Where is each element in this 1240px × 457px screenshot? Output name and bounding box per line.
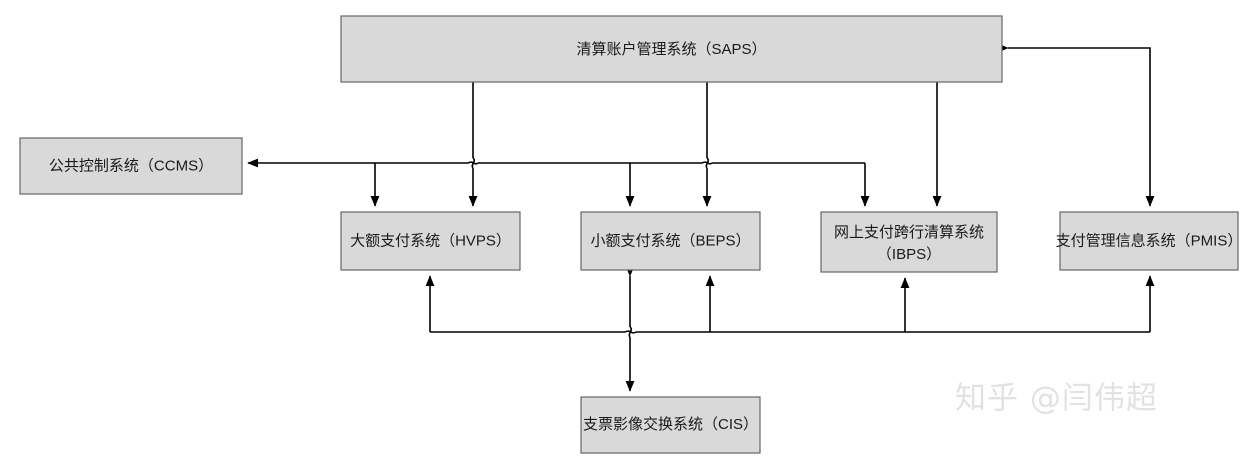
edge-hop-hvps-leg [471, 157, 476, 169]
watermark: 知乎 @闫伟超 [955, 381, 1158, 417]
node-ccms-label: 公共控制系统（CCMS） [49, 157, 213, 174]
node-pmis-box[interactable] [1059, 211, 1239, 271]
node-saps[interactable]: 清算账户管理系统（SAPS） [340, 15, 1003, 83]
edge-control-bus [247, 158, 865, 168]
node-layer: 清算账户管理系统（SAPS） 公共控制系统（CCMS） 大额支付系统（HVPS）… [19, 15, 1240, 454]
node-beps-label: 小额支付系统（BEPS） [590, 232, 750, 249]
edge-saps-pmis [997, 43, 1155, 207]
node-beps-box[interactable] [580, 211, 761, 271]
edge-hop-beps-leg [705, 157, 710, 169]
edge-hop-cis-leg [628, 326, 633, 338]
node-cis-box[interactable] [580, 396, 761, 454]
node-ccms-box[interactable] [19, 137, 243, 195]
node-cis[interactable]: 支票影像交换系统（CIS） [580, 396, 761, 454]
node-hvps-label: 大额支付系统（HVPS） [350, 232, 511, 249]
node-hvps-box[interactable] [340, 211, 521, 271]
edge-saps-beps [702, 71, 712, 207]
node-ibps-box[interactable] [820, 211, 998, 273]
edge-beps-cis [625, 265, 635, 392]
node-cis-label: 支票影像交换系统（CIS） [583, 415, 758, 433]
node-pmis-label: 支付管理信息系统（PMIS） [1056, 232, 1240, 249]
node-beps[interactable]: 小额支付系统（BEPS） [580, 211, 761, 271]
node-hvps[interactable]: 大额支付系统（HVPS） [340, 211, 521, 271]
node-ibps[interactable]: 网上支付跨行清算系统 （IBPS） [820, 211, 998, 273]
node-ibps-label-line2: （IBPS） [877, 246, 941, 263]
node-pmis[interactable]: 支付管理信息系统（PMIS） [1056, 211, 1240, 271]
edge-saps-hvps [468, 71, 478, 207]
edge-data-bus [430, 330, 1150, 334]
node-ibps-label-line1: 网上支付跨行清算系统 [834, 223, 984, 241]
node-ccms[interactable]: 公共控制系统（CCMS） [19, 137, 243, 195]
node-saps-label: 清算账户管理系统（SAPS） [576, 40, 766, 58]
edge-saps-pmis-elbow [997, 43, 1155, 207]
edge-layer [247, 43, 1155, 392]
node-saps-box[interactable] [340, 15, 1003, 83]
